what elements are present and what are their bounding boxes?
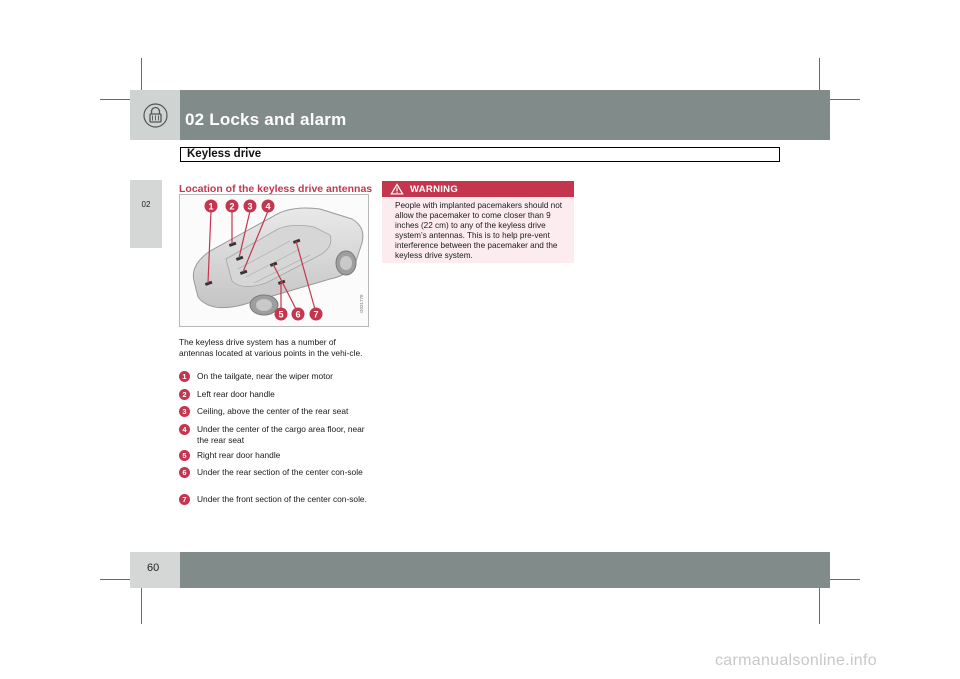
car-illustration: 1 2 3 4 5 6 7 G031778	[192, 199, 364, 321]
warning-triangle-icon	[390, 183, 404, 195]
crop-mark	[819, 58, 820, 104]
callout-3-label: 3	[247, 201, 252, 211]
footer-bar	[180, 552, 830, 588]
crop-mark	[100, 99, 146, 100]
warning-text: People with implanted pacemakers should …	[395, 201, 563, 260]
car-antenna-figure: 1 2 3 4 5 6 7 G031778	[179, 194, 369, 327]
intro-paragraph: The keyless drive system has a number of…	[179, 337, 363, 358]
chapter-title: 02 Locks and alarm	[185, 110, 347, 129]
callout-7-label: 7	[313, 309, 318, 319]
list-item-text: Under the rear section of the center con…	[197, 467, 363, 477]
callout-6-label: 6	[295, 309, 300, 319]
number-badge: 7	[179, 494, 190, 505]
page-number-tile	[130, 552, 180, 588]
callout-1	[204, 199, 218, 213]
callout-1-label: 1	[208, 201, 213, 211]
number-badge: 6	[179, 467, 190, 478]
list-item-text: On the tailgate, near the wiper motor	[197, 371, 333, 381]
warning-header: WARNING	[382, 181, 574, 197]
number-badge: 1	[179, 371, 190, 382]
crop-mark	[814, 99, 860, 100]
section-title: Keyless drive	[187, 148, 262, 160]
number-badge: 4	[179, 424, 190, 435]
list-item-text: Under the front section of the center co…	[197, 494, 367, 504]
lock-icon	[143, 103, 168, 128]
figure-code: G031778	[359, 294, 364, 313]
list-item-text: Right rear door handle	[197, 450, 281, 460]
warning-title: WARNING	[410, 184, 459, 195]
number-badge: 3	[179, 406, 190, 417]
callout-6	[291, 307, 305, 321]
callout-4-label: 4	[265, 201, 270, 211]
callout-2	[225, 199, 239, 213]
list-item-text: Ceiling, above the center of the rear se…	[197, 406, 349, 416]
page-number: 60	[147, 562, 160, 574]
number-badge: 5	[179, 450, 190, 461]
chapter-icon-tile	[130, 90, 180, 140]
crop-mark	[100, 579, 146, 580]
chapter-side-tab-label: 02	[141, 200, 151, 209]
crop-mark	[814, 579, 860, 580]
crop-mark	[819, 578, 820, 624]
callout-3	[243, 199, 257, 213]
crop-mark	[141, 578, 142, 624]
callout-4	[261, 199, 275, 213]
crop-mark	[141, 58, 142, 104]
list-item-text: Under the center of the cargo area floor…	[197, 424, 365, 445]
callout-5-label: 5	[278, 309, 283, 319]
warning-box: WARNING People with implanted pacemakers…	[382, 181, 574, 263]
watermark: carmanualsonline.info	[715, 652, 877, 669]
chapter-header-bar	[130, 90, 830, 140]
list-item-text: Left rear door handle	[197, 389, 275, 399]
callout-2-label: 2	[229, 201, 234, 211]
callout-7	[309, 307, 323, 321]
callout-5	[274, 307, 288, 321]
section-title-box	[180, 147, 780, 162]
chapter-side-tab	[130, 180, 162, 248]
number-badge: 2	[179, 389, 190, 400]
antenna-location-heading: Location of the keyless drive antennas	[179, 183, 373, 195]
